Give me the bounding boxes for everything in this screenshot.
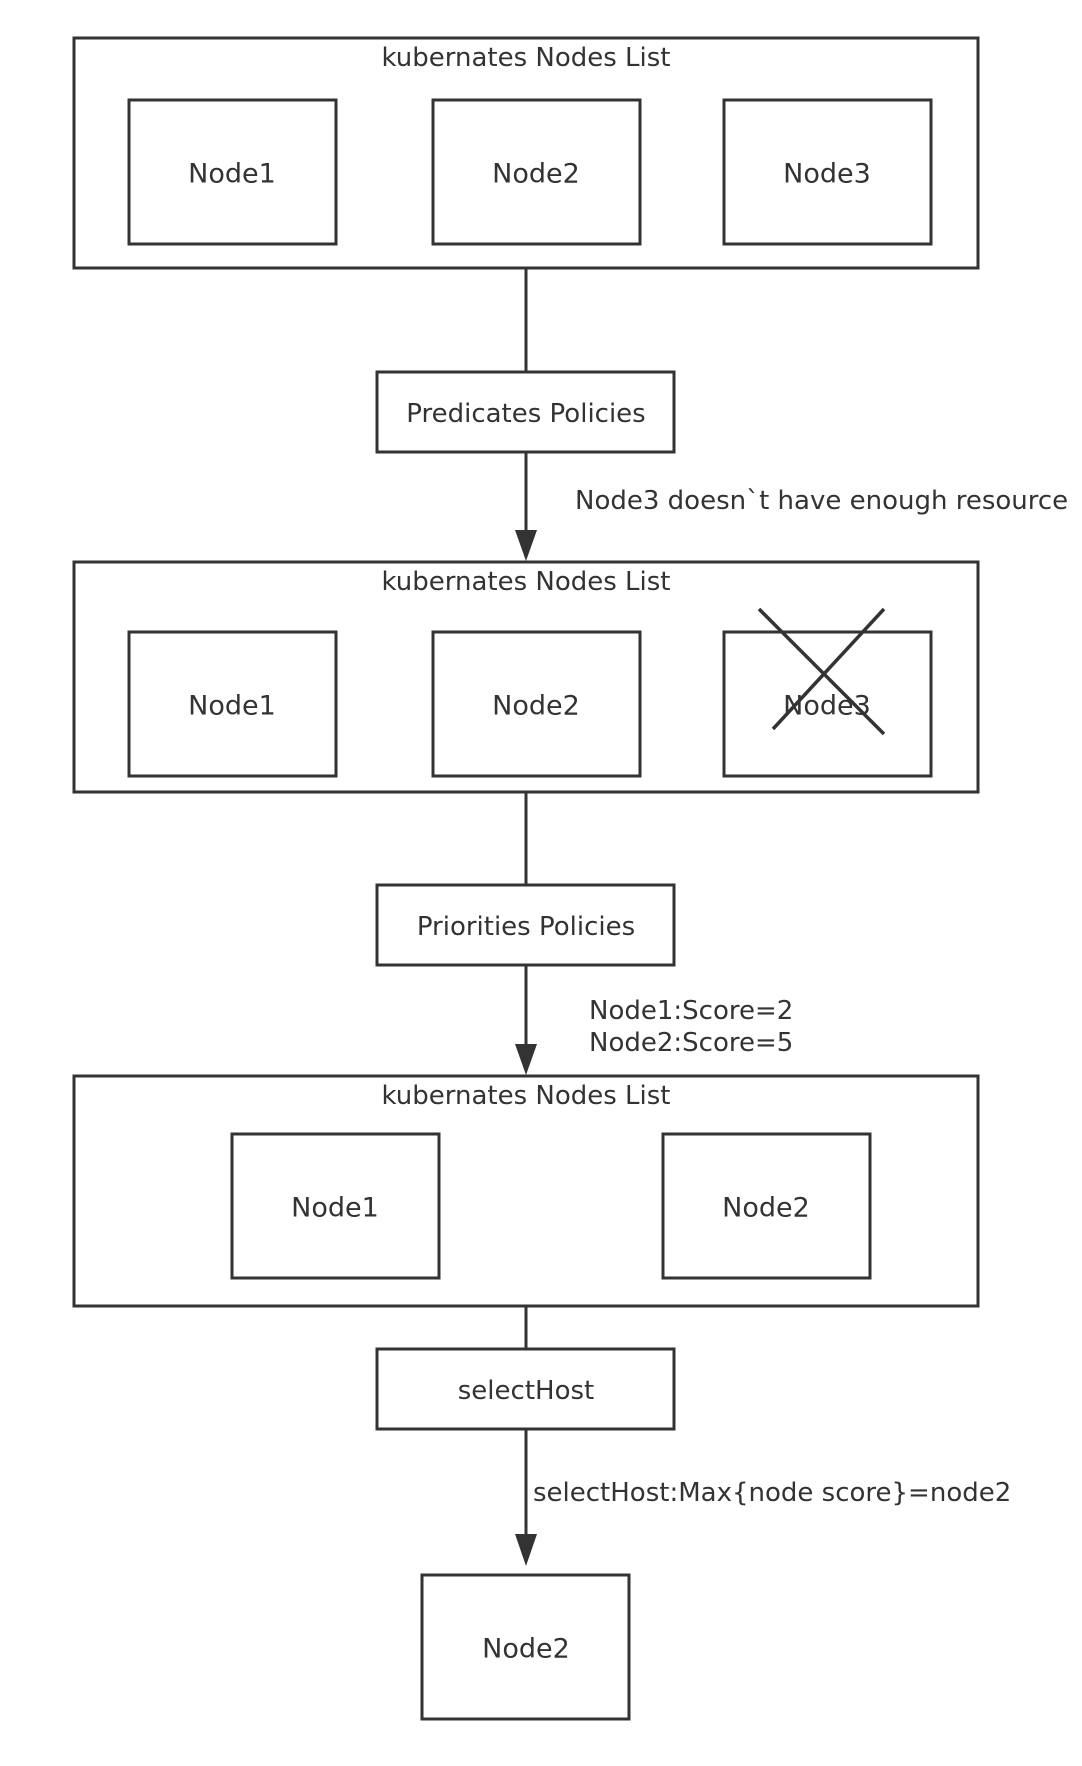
arrowhead-icon [515,1044,537,1075]
priorities-policies-step: Priorities Policies [375,883,676,967]
list-3-node-1-label: Node1 [291,1193,379,1224]
excluded-cross-icon [757,607,886,736]
list-2-node-2-label: Node2 [492,691,580,722]
predicates-policies-step: Predicates Policies [375,370,676,454]
arrow-selecthost-to-result [515,1429,537,1566]
nodes-list-2: kubernates Nodes List Node1 Node2 Node3 [72,560,980,794]
nodes-list-1-title: kubernates Nodes List [382,43,671,73]
arrow-predicates-to-list-2 [515,452,537,561]
list-2-node-1-label: Node1 [188,691,276,722]
arrow-priorities-to-list-3 [515,965,537,1075]
selected-node-label: Node2 [482,1634,570,1665]
list-2-node-3-excluded: Node3 [722,607,933,778]
predicates-policies-label: Predicates Policies [406,399,645,429]
list-2-node-1: Node1 [127,630,338,778]
list-1-node-1: Node1 [127,98,338,246]
selecthost-note: selectHost:Max{node score}=node2 [533,1478,1011,1508]
list-1-node-3: Node3 [722,98,933,246]
nodes-list-2-title: kubernates Nodes List [382,567,671,597]
selected-node-result: Node2 [420,1573,631,1721]
priorities-note-line-1: Node1:Score=2 [589,996,793,1026]
list-1-node-3-label: Node3 [783,159,871,190]
list-1-node-1-label: Node1 [188,159,276,190]
predicates-policies-box [375,370,676,454]
nodes-list-3-title: kubernates Nodes List [382,1081,671,1111]
predicates-note: Node3 doesn`t have enough resource [575,486,1068,516]
priorities-policies-box [375,883,676,967]
nodes-list-1: kubernates Nodes List Node1 Node2 Node3 [72,36,980,270]
arrowhead-icon [515,530,537,561]
list-3-node-2-label: Node2 [722,1193,810,1224]
selecthost-step: selectHost [375,1347,676,1431]
selected-node-box [420,1573,631,1721]
nodes-list-3: kubernates Nodes List Node1 Node2 [72,1074,980,1308]
arrowhead-icon [515,1534,537,1566]
list-3-node-2: Node2 [661,1132,872,1280]
list-1-node-2: Node2 [431,98,642,246]
selecthost-label: selectHost [458,1376,594,1406]
priorities-policies-label: Priorities Policies [417,912,635,942]
list-3-node-1: Node1 [230,1132,441,1280]
selecthost-box [375,1347,676,1431]
list-2-node-2: Node2 [431,630,642,778]
list-1-node-2-label: Node2 [492,159,580,190]
priorities-note-line-2: Node2:Score=5 [589,1028,793,1058]
